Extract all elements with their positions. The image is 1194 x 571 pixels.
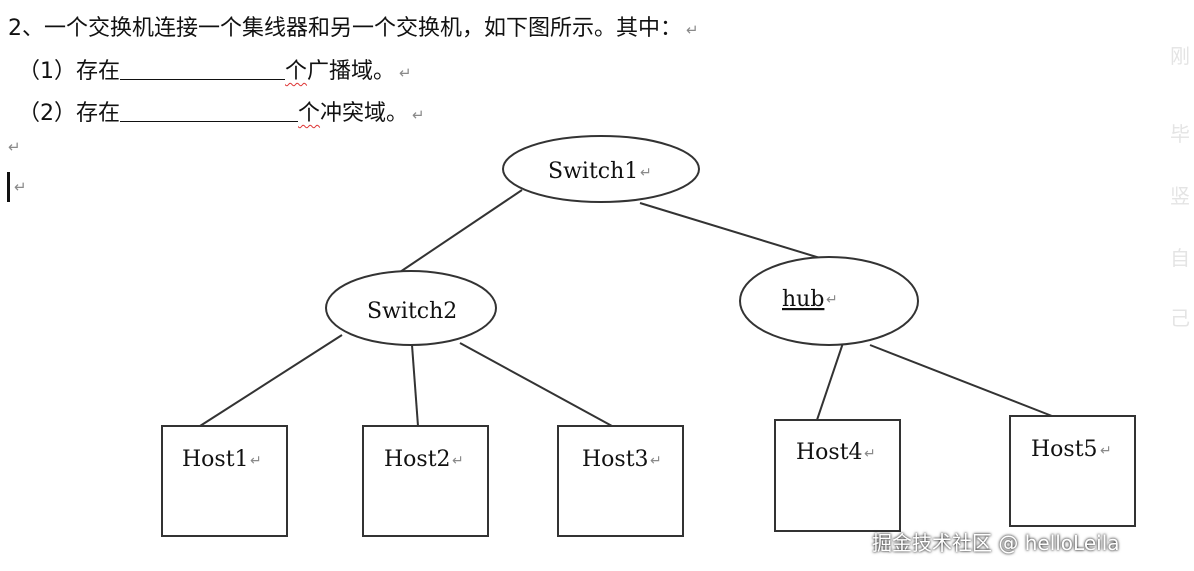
- hub-label: hub: [782, 287, 824, 312]
- ghost-glyph: 刚: [1170, 44, 1190, 68]
- switch1-label: Switch1: [548, 159, 638, 184]
- return-mark-icon: ↵: [864, 446, 876, 462]
- item-1-unit: 个: [285, 59, 308, 84]
- edge-hub-host5: [869, 344, 1053, 417]
- edge-switch2-host2: [411, 344, 419, 427]
- ghost-glyph: 己: [1170, 306, 1190, 330]
- edge-switch1-hub: [639, 202, 821, 259]
- host1-label: Host1: [182, 447, 249, 472]
- question-item-2: （2）存在 个冲突域。↵: [18, 95, 425, 127]
- return-mark-icon: ↵: [650, 453, 662, 469]
- item-1-suffix: 广播域。: [307, 59, 396, 84]
- answer-blank-1[interactable]: [120, 59, 285, 80]
- return-mark-icon: ↵: [686, 21, 699, 39]
- edge-switch2-host3: [459, 342, 613, 427]
- host1-box: [161, 425, 288, 537]
- return-mark-icon: ↵: [452, 453, 464, 469]
- item-2-unit: 个: [298, 101, 321, 126]
- host4-box: [774, 419, 901, 532]
- edge-switch2-host1: [199, 334, 343, 427]
- paragraph-mark-icon: ↵: [8, 138, 21, 156]
- ghost-glyph: 自: [1170, 246, 1190, 270]
- item-2-prefix: （2）存在: [18, 101, 120, 126]
- host2-node: Host2 ↵: [362, 425, 489, 537]
- text-cursor: [7, 172, 10, 202]
- host4-node: Host4 ↵: [774, 419, 901, 532]
- switch2-label: Switch2: [367, 299, 457, 324]
- host3-node: Host3 ↵: [557, 425, 684, 537]
- switch1-shape: [502, 135, 700, 203]
- edge-switch1-switch2: [399, 189, 523, 273]
- hub-node: hub ↵: [739, 256, 919, 346]
- switch2-shape: [325, 270, 497, 346]
- host3-box: [557, 425, 684, 537]
- host2-box: [362, 425, 489, 537]
- return-mark-icon: ↵: [826, 292, 838, 308]
- question-item-1: （1）存在 个广播域。↵: [18, 53, 412, 85]
- host5-node: Host5 ↵: [1009, 415, 1136, 527]
- host5-label: Host5: [1031, 437, 1098, 462]
- return-mark-icon: ↵: [412, 106, 425, 124]
- return-mark-icon: ↵: [250, 453, 262, 469]
- question-title-text: 2、一个交换机连接一个集线器和另一个交换机，如下图所示。其中：: [8, 16, 682, 41]
- edge-hub-host4: [816, 342, 844, 421]
- ghost-glyph: 竖: [1170, 184, 1190, 208]
- answer-blank-2[interactable]: [120, 101, 298, 122]
- return-mark-icon: ↵: [640, 165, 652, 181]
- switch1-node: Switch1 ↵: [502, 135, 700, 203]
- item-1-prefix: （1）存在: [18, 59, 120, 84]
- watermark: 掘金技术社区 @ helloLeila: [872, 531, 1120, 555]
- hub-shape: [739, 256, 919, 346]
- return-mark-icon: ↵: [1100, 443, 1112, 459]
- paragraph-mark-icon: ↵: [14, 178, 27, 196]
- host5-box: [1009, 415, 1136, 527]
- item-2-suffix: 冲突域。: [320, 101, 409, 126]
- host4-label: Host4: [796, 440, 863, 465]
- return-mark-icon: ↵: [399, 64, 412, 82]
- host1-node: Host1 ↵: [161, 425, 288, 537]
- host3-label: Host3: [582, 447, 649, 472]
- switch2-node: Switch2: [325, 270, 497, 346]
- ghost-glyph: 毕: [1170, 122, 1190, 146]
- question-title: 2、一个交换机连接一个集线器和另一个交换机，如下图所示。其中：↵: [8, 10, 699, 42]
- host2-label: Host2: [384, 447, 451, 472]
